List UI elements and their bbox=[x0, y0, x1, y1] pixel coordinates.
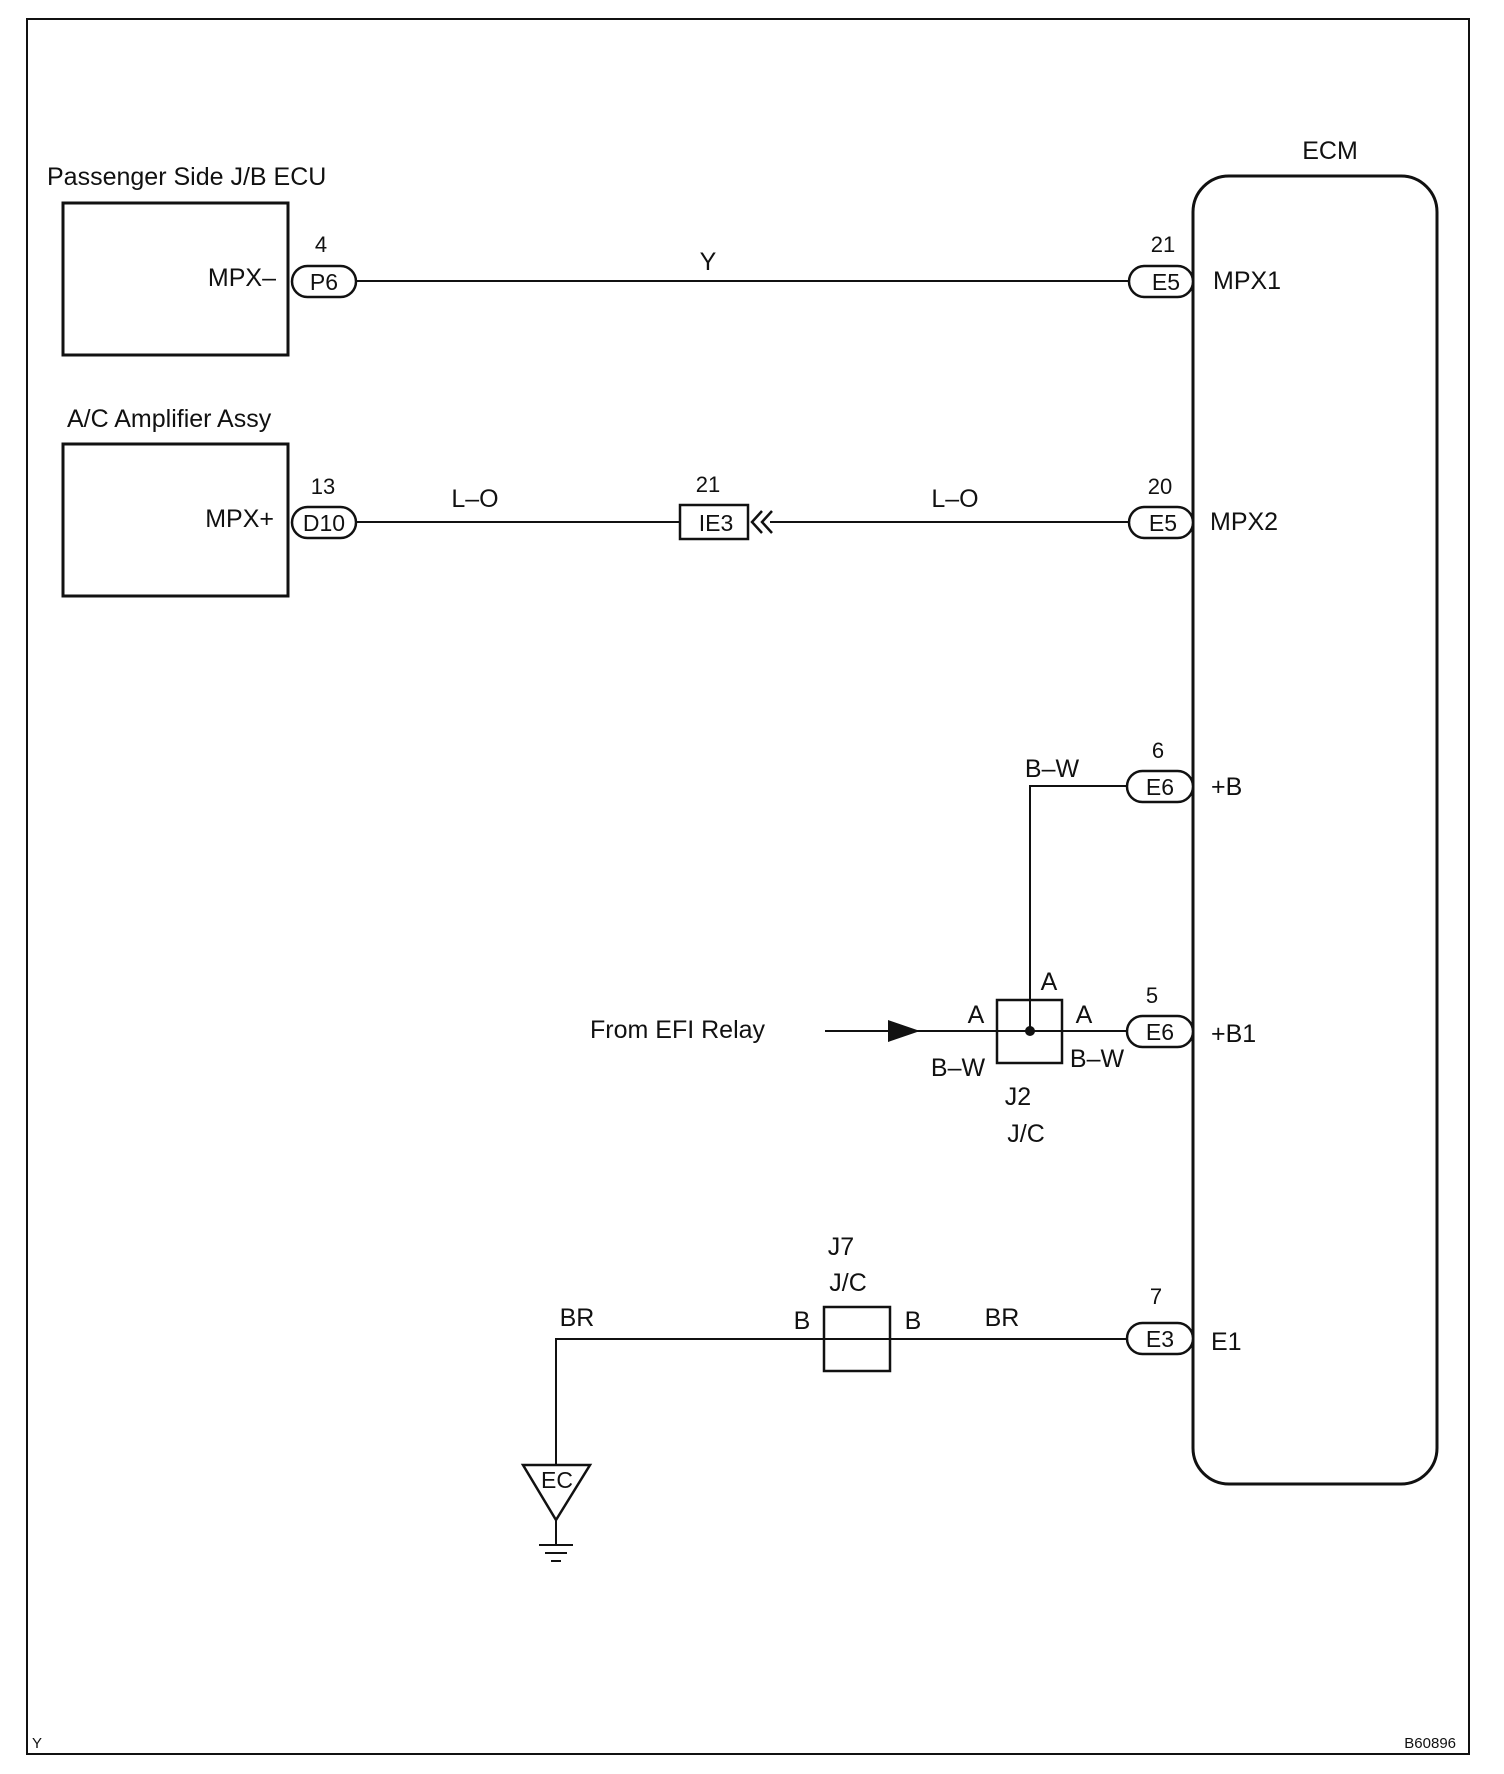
diagram-frame bbox=[26, 18, 1470, 1755]
ground-point-label: EC bbox=[541, 1467, 573, 1493]
connector-e5-mpx2-label: E5 bbox=[1149, 510, 1177, 536]
wire-mpx-plus: L–O L–O bbox=[356, 485, 1128, 523]
junction-j7-type: J/C bbox=[829, 1269, 867, 1297]
ecm-terminal-mpx1: MPX1 bbox=[1213, 267, 1281, 295]
terminal-mpx-plus: MPX+ bbox=[205, 505, 274, 533]
junction-j7-id: J7 bbox=[828, 1233, 854, 1261]
junction-j2-pin-left: A bbox=[968, 1001, 985, 1029]
junction-j2-pin-right: A bbox=[1076, 1001, 1093, 1029]
connector-e6-b-label: E6 bbox=[1146, 774, 1174, 800]
connector-e5-mpx1-label: E5 bbox=[1152, 269, 1180, 295]
wire-color-y: Y bbox=[700, 248, 717, 276]
ecm-terminal-e1: E1 bbox=[1211, 1328, 1242, 1356]
ac-amplifier-box bbox=[61, 442, 290, 598]
ground-symbol-icon bbox=[539, 1544, 573, 1562]
wire-color-bw-left: B–W bbox=[931, 1054, 986, 1082]
connector-ie3-pin: 21 bbox=[696, 472, 720, 497]
wire-color-br-left: BR bbox=[560, 1304, 595, 1332]
wire-color-lo-left: L–O bbox=[451, 485, 498, 513]
ecm-title: ECM bbox=[1302, 137, 1358, 165]
wire-color-br-right: BR bbox=[985, 1304, 1020, 1332]
wire-color-lo-right: L–O bbox=[931, 485, 978, 513]
connector-e5-mpx1-pin: 21 bbox=[1151, 232, 1175, 257]
ground-triangle-icon bbox=[520, 1463, 593, 1523]
wire-power: B–W B–W B–W bbox=[825, 755, 1128, 1082]
junction-j2-pin-top: A bbox=[1041, 968, 1058, 996]
connector-e3-pin: 7 bbox=[1150, 1284, 1162, 1309]
figure-code: B60896 bbox=[1404, 1735, 1456, 1752]
passenger-jb-ecu-title: Passenger Side J/B ECU bbox=[47, 163, 326, 191]
junction-j7-pin-left: B bbox=[794, 1307, 811, 1335]
connector-e6-b1: 5 E6 bbox=[1125, 983, 1195, 1049]
junction-j2: A A A J2 J/C bbox=[968, 968, 1093, 1148]
junction-j2-id: J2 bbox=[1005, 1083, 1031, 1111]
junction-j2-node bbox=[1025, 1026, 1035, 1036]
ecm-terminal-b1: +B1 bbox=[1211, 1020, 1256, 1048]
connector-d10-label: D10 bbox=[303, 510, 345, 536]
passenger-jb-ecu: Passenger Side J/B ECU MPX– bbox=[47, 163, 326, 357]
connector-p6: 4 P6 bbox=[290, 232, 358, 299]
terminal-mpx-minus: MPX– bbox=[208, 264, 276, 292]
connector-d10: 13 D10 bbox=[290, 474, 358, 540]
ground-point-ec: EC bbox=[520, 1463, 593, 1562]
connector-e5-mpx2: 20 E5 bbox=[1127, 474, 1195, 540]
wire-color-bw-top: B–W bbox=[1025, 755, 1080, 783]
footer-left-code: Y bbox=[32, 1735, 42, 1752]
wire-mpx-minus: Y bbox=[356, 248, 1128, 282]
connector-ie3: 21 IE3 bbox=[678, 472, 773, 541]
junction-j2-type: J/C bbox=[1007, 1120, 1045, 1148]
ecm: ECM MPX1 MPX2 +B +B1 E1 bbox=[1191, 137, 1439, 1486]
connector-ie3-chevron-icon bbox=[750, 510, 773, 534]
connector-e6-b: 6 E6 bbox=[1125, 738, 1195, 804]
connector-p6-label: P6 bbox=[310, 269, 338, 295]
connector-p6-pin: 4 bbox=[315, 232, 327, 257]
connector-e6-b1-pin: 5 bbox=[1146, 983, 1158, 1008]
connector-e6-b-pin: 6 bbox=[1152, 738, 1164, 763]
connector-e6-b1-label: E6 bbox=[1146, 1019, 1174, 1045]
ac-amplifier-assy: A/C Amplifier Assy MPX+ bbox=[61, 405, 290, 598]
ecm-terminal-mpx2: MPX2 bbox=[1210, 508, 1278, 536]
connector-e5-mpx1: 21 E5 bbox=[1127, 232, 1195, 299]
junction-j7: J7 J/C B B bbox=[794, 1233, 922, 1373]
efi-relay-arrow-icon bbox=[888, 1020, 920, 1042]
connector-d10-pin: 13 bbox=[311, 474, 335, 499]
connector-ie3-label: IE3 bbox=[699, 510, 734, 536]
ac-amplifier-title: A/C Amplifier Assy bbox=[67, 405, 272, 433]
connector-e3: 7 E3 bbox=[1125, 1284, 1195, 1356]
ecm-box bbox=[1191, 174, 1439, 1486]
connector-e5-mpx2-pin: 20 bbox=[1148, 474, 1172, 499]
connector-e3-label: E3 bbox=[1146, 1326, 1174, 1352]
junction-j7-pin-right: B bbox=[905, 1307, 922, 1335]
source-from-efi-relay: From EFI Relay bbox=[590, 1016, 766, 1044]
wire-ground: BR BR bbox=[555, 1304, 1128, 1478]
ecm-terminal-b: +B bbox=[1211, 773, 1242, 801]
wire-color-bw-right: B–W bbox=[1070, 1045, 1125, 1073]
passenger-jb-ecu-box bbox=[61, 201, 290, 357]
